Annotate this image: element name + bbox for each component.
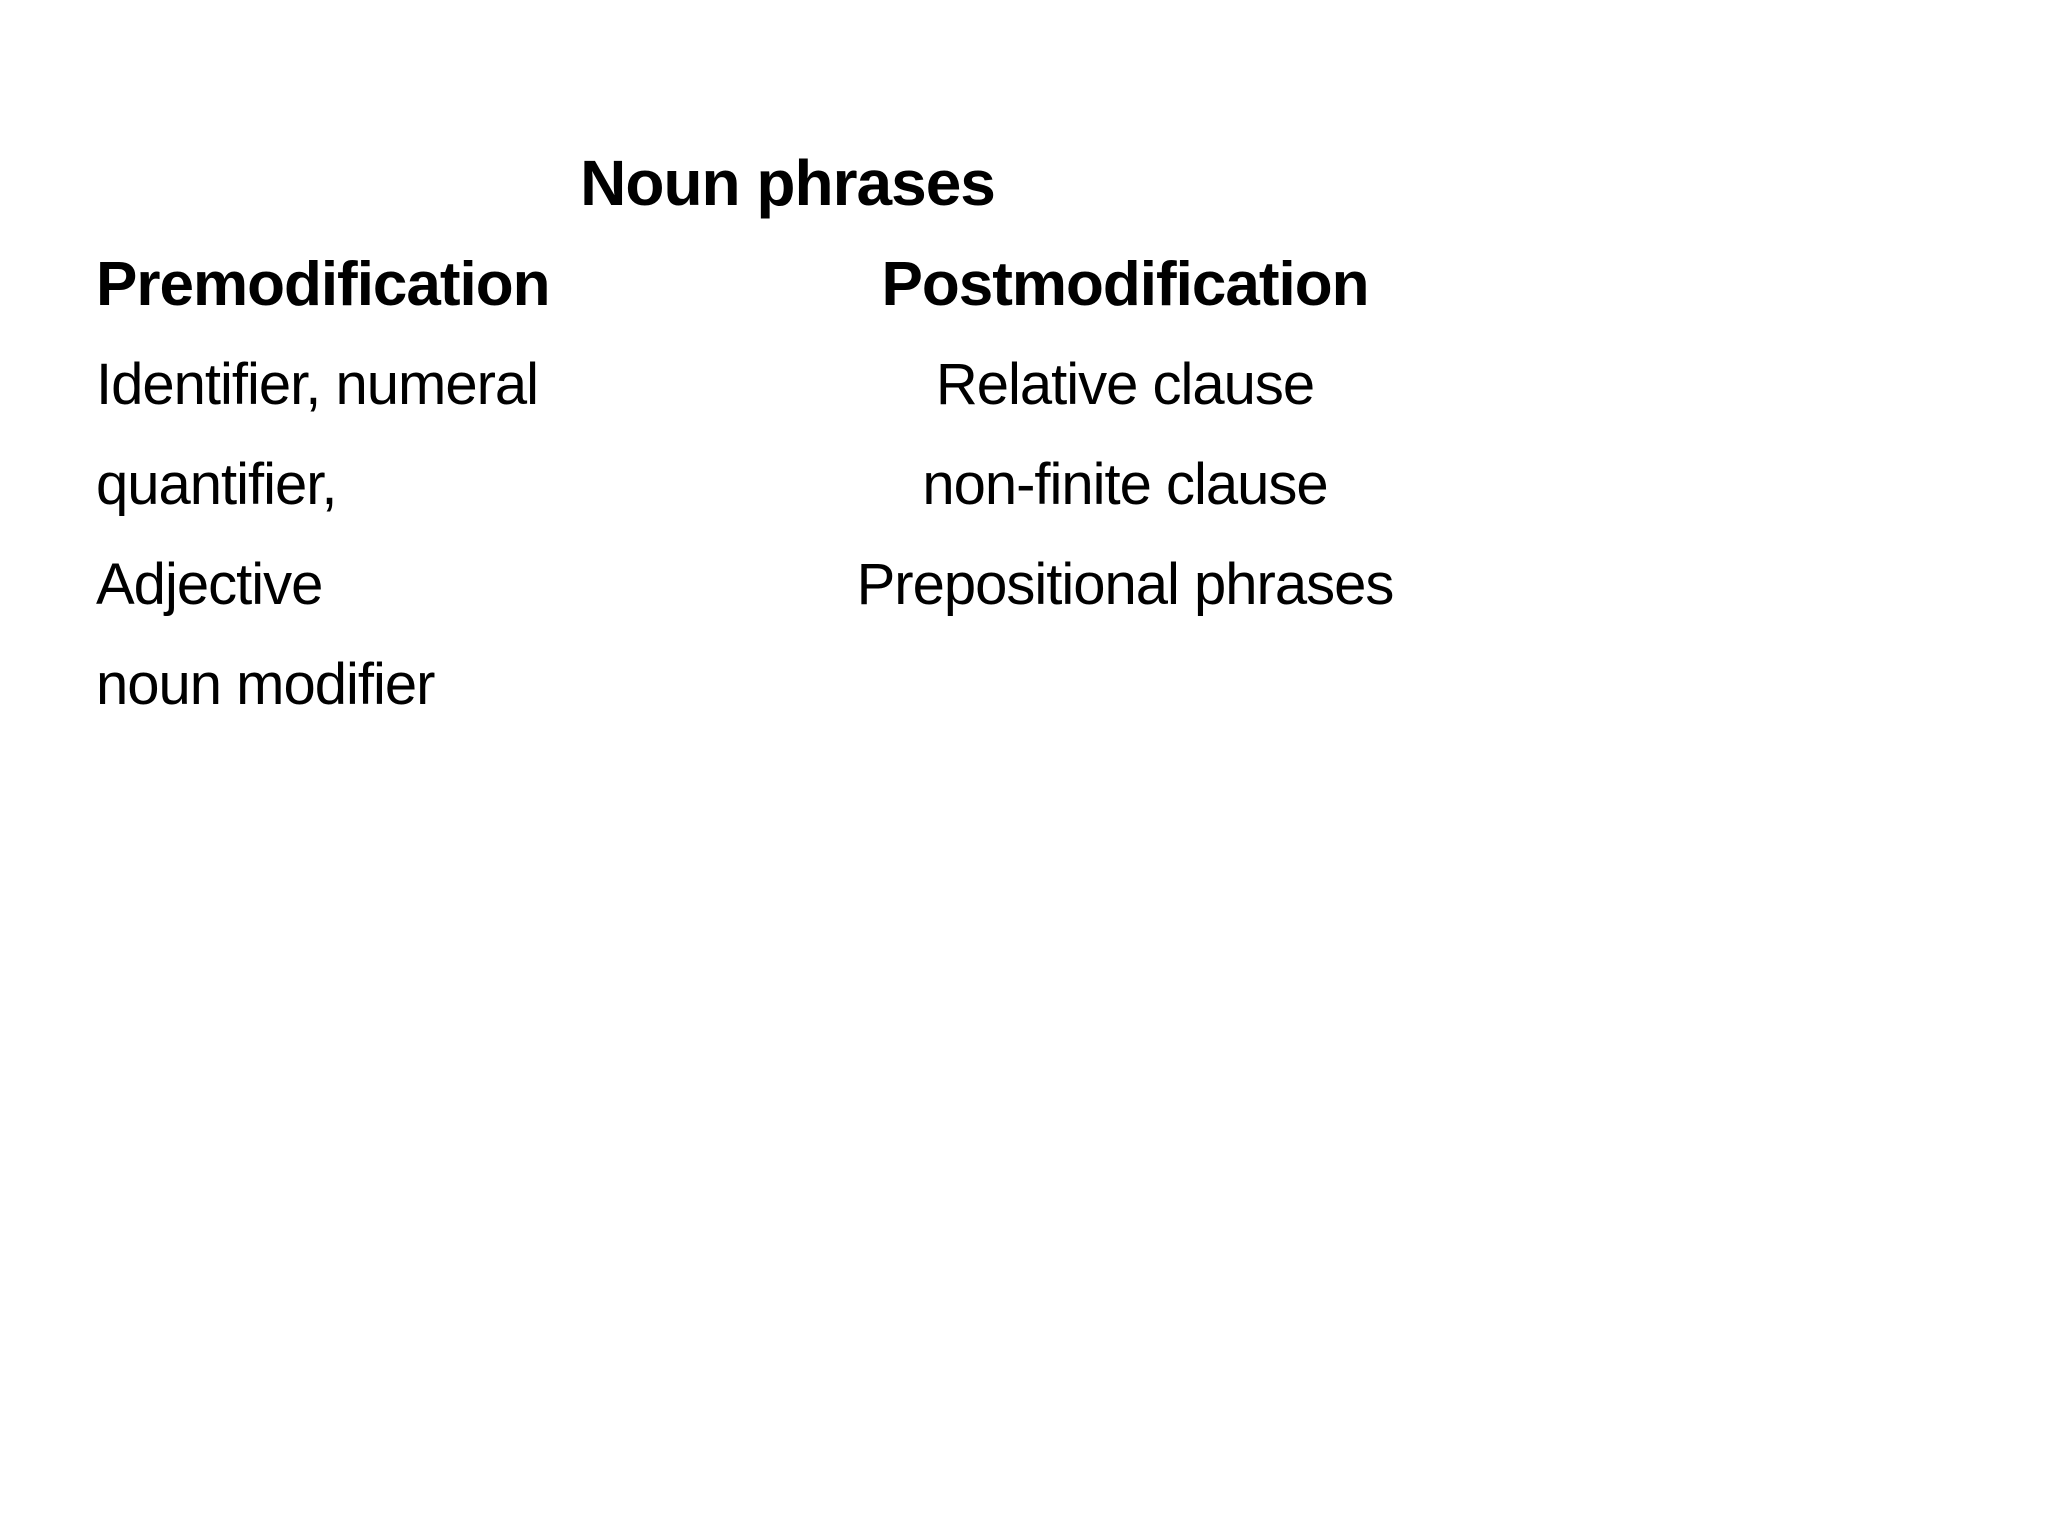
premodification-item: Identifier, numeral — [96, 352, 539, 417]
premodification-header: Premodification — [96, 250, 551, 319]
premodification-item: quantifier, — [96, 452, 338, 517]
postmodification-column: Postmodification Relative clause non-fin… — [775, 235, 1475, 635]
postmodification-item: Prepositional phrases — [856, 552, 1395, 617]
premodification-item: Adjective — [96, 552, 323, 617]
postmodification-item: non-finite clause — [922, 452, 1328, 517]
postmodification-header: Postmodification — [881, 250, 1370, 319]
premodification-item: noun modifier — [96, 652, 435, 717]
premodification-column: Premodification Identifier, numeral quan… — [96, 235, 796, 735]
postmodification-item: Relative clause — [935, 352, 1315, 417]
slide-title: Noun phrases — [580, 147, 996, 219]
